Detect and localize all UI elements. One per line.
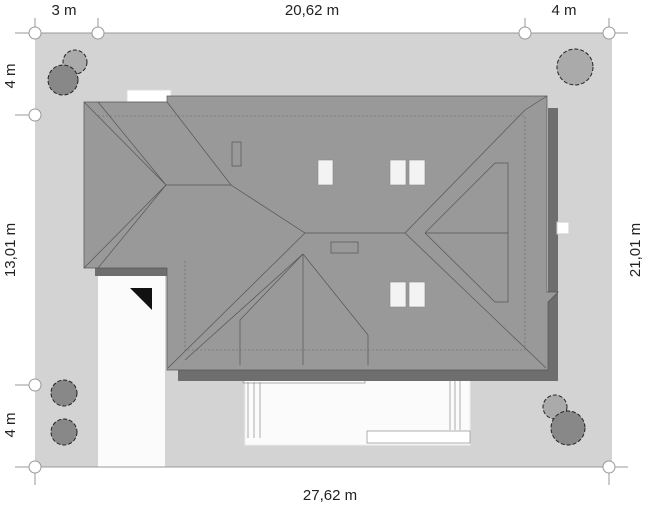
survey-marker-icon bbox=[602, 460, 616, 474]
roof-vents bbox=[231, 141, 359, 254]
roof-lines bbox=[83, 95, 548, 369]
tree-icon bbox=[50, 418, 78, 446]
dim-top-right: 4 m bbox=[551, 2, 576, 19]
survey-marker-icon bbox=[602, 26, 616, 40]
tree-icon bbox=[50, 379, 78, 407]
dim-bottom: 27,62 m bbox=[303, 487, 357, 504]
roof-eaves-dashed bbox=[98, 115, 526, 351]
driveway bbox=[98, 272, 165, 467]
dim-top-middle: 20,62 m bbox=[285, 2, 339, 19]
terrace-bench bbox=[366, 430, 471, 444]
survey-marker-icon bbox=[28, 378, 42, 392]
survey-marker-icon bbox=[91, 26, 105, 40]
dim-right: 21,01 m bbox=[627, 223, 644, 277]
dim-left-bottom: 4 m bbox=[2, 412, 19, 437]
survey-marker-icon bbox=[28, 26, 42, 40]
roof-windows bbox=[317, 159, 426, 308]
chimney bbox=[126, 89, 172, 103]
survey-marker-icon bbox=[28, 460, 42, 474]
tree-icon bbox=[550, 410, 586, 446]
tree-icon bbox=[47, 64, 79, 96]
trees bbox=[47, 48, 594, 446]
north-arrow-icon bbox=[130, 288, 152, 310]
tree-icon bbox=[556, 48, 594, 86]
dim-left-top: 4 m bbox=[2, 63, 19, 88]
survey-marker-icon bbox=[518, 26, 532, 40]
dim-left-middle: 13,01 m bbox=[2, 223, 19, 277]
side-entrance bbox=[556, 221, 570, 235]
survey-marker-icon bbox=[28, 108, 42, 122]
dim-top-left: 3 m bbox=[51, 2, 76, 19]
survey-markers bbox=[15, 18, 628, 485]
